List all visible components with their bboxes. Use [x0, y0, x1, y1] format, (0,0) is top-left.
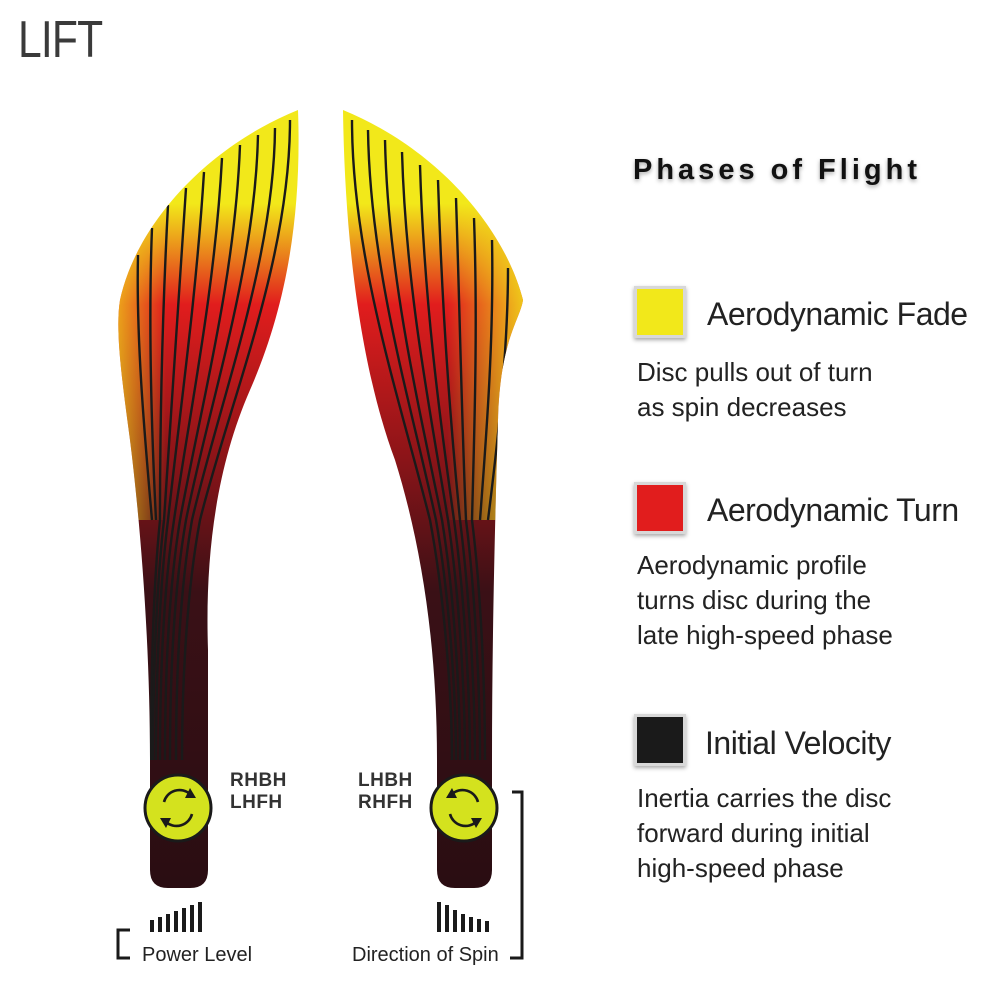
velocity-swatch	[634, 714, 686, 766]
description-line: Inertia carries the disc	[637, 783, 892, 813]
throw-type: RHFH	[358, 792, 413, 813]
flight-path-diagram	[116, 110, 524, 960]
left-disc	[143, 773, 213, 843]
description-line: high-speed phase	[637, 853, 844, 883]
description-line: Disc pulls out of turn	[637, 357, 873, 387]
right-throw-label: LHBH RHFH	[358, 770, 413, 814]
legend-desc-fade: Disc pulls out of turn as spin decreases	[637, 355, 873, 425]
fade-swatch	[634, 286, 686, 338]
spin-bracket	[510, 790, 524, 960]
description-line: as spin decreases	[637, 392, 847, 422]
power-level-label: Power Level	[142, 944, 253, 966]
description-line: late high-speed phase	[637, 620, 893, 650]
description-line: turns disc during the	[637, 585, 872, 615]
power-level-bracket	[116, 928, 130, 960]
legend-heading: Phases of Flight	[633, 154, 921, 186]
left-throw-label: RHBH LHFH	[230, 770, 287, 814]
page-title: LIFT	[18, 11, 103, 69]
rotation-arrows-icon	[448, 788, 480, 828]
description-line: Aerodynamic profile	[637, 550, 867, 580]
legend-title-fade: Aerodynamic Fade	[707, 296, 968, 332]
legend-title-turn: Aerodynamic Turn	[707, 492, 959, 528]
description-line: forward during initial	[637, 818, 870, 848]
spin-bars-icon	[437, 902, 489, 932]
legend-title-velocity: Initial Velocity	[705, 725, 891, 761]
throw-type: RHBH	[230, 770, 287, 791]
legend-desc-turn: Aerodynamic profile turns disc during th…	[637, 548, 893, 653]
power-bars-icon	[150, 902, 202, 932]
legend-desc-velocity: Inertia carries the disc forward during …	[637, 781, 891, 886]
throw-type: LHBH	[358, 770, 413, 791]
right-disc	[429, 773, 499, 843]
rotation-arrows-icon	[162, 788, 194, 828]
turn-swatch	[634, 482, 686, 534]
direction-of-spin-label: Direction of Spin	[352, 944, 499, 966]
throw-type: LHFH	[230, 792, 283, 813]
